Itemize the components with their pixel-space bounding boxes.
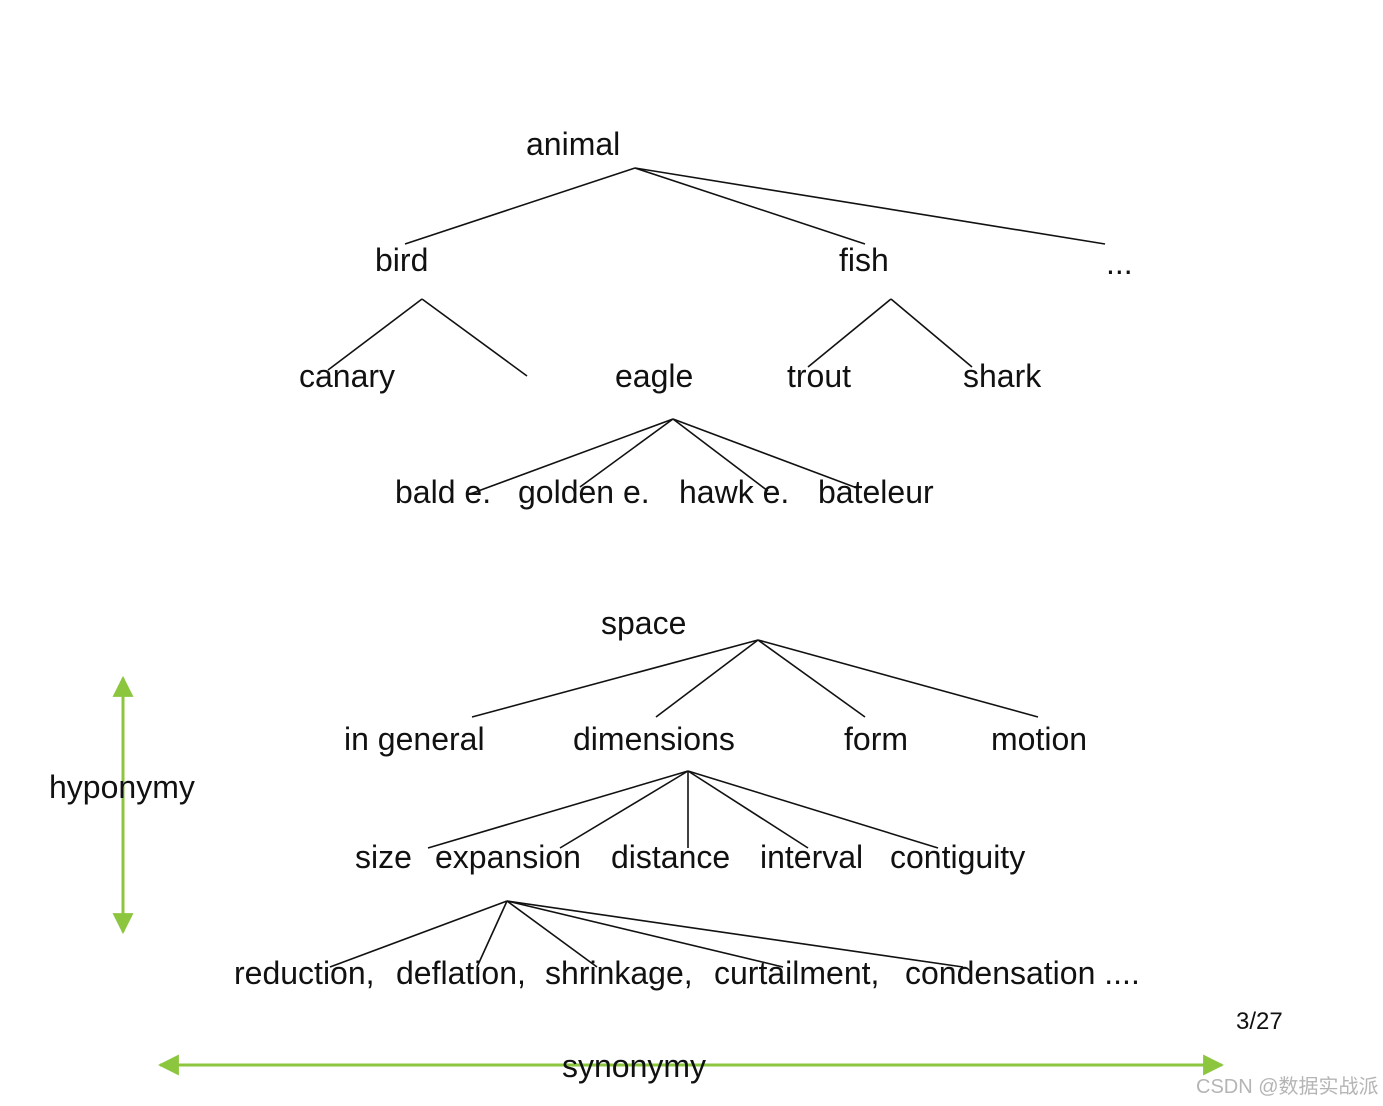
edge-space-motion (757, 639, 1039, 718)
node-golden-eagle: golden e. (518, 474, 650, 510)
node-interval: interval (760, 839, 864, 875)
edge-space-dimensions (655, 639, 759, 718)
edge-eagle-bateleur (672, 418, 858, 489)
synonymy-label: synonymy (562, 1048, 707, 1084)
node-size: size (355, 839, 412, 875)
edge-eagle-bald (469, 418, 674, 495)
node-bateleur: bateleur (818, 474, 934, 510)
edge-expansion-shrinkage (506, 900, 598, 968)
edge-expansion-curtailment (506, 900, 784, 968)
edge-space-form (757, 639, 866, 718)
edge-animal-bird (404, 167, 636, 245)
node-trout: trout (787, 358, 852, 394)
edge-eagle-hawk (672, 418, 769, 492)
watermark: CSDN @数据实战派 (1196, 1076, 1379, 1098)
node-shrinkage: shrinkage, (545, 955, 693, 991)
edge-bird-canary (327, 298, 423, 371)
node-space: space (601, 605, 687, 641)
node-eagle: eagle (615, 358, 694, 394)
edge-animal-fish (634, 167, 866, 245)
edge-dimensions-size (427, 770, 689, 849)
node-shark: shark (963, 358, 1042, 394)
edge-expansion-deflation (476, 900, 508, 968)
edge-expansion-condensation (506, 900, 964, 968)
hyponymy-label: hyponymy (49, 769, 195, 805)
node-in-general: in general (344, 721, 485, 757)
edge-eagle-golden (579, 418, 674, 488)
edge-dimensions-contiguity (687, 770, 939, 849)
node-expansion: expansion (435, 839, 581, 875)
node-animal: animal (526, 126, 621, 162)
edge-fish-shark (890, 298, 973, 368)
node-canary: canary (299, 358, 396, 394)
page-number: 3/27 (1236, 1008, 1283, 1035)
node-distance: distance (611, 839, 731, 875)
edge-expansion-reduction (329, 900, 508, 968)
edge-space-ingeneral (471, 639, 759, 718)
node-motion: motion (991, 721, 1088, 757)
edge-dimensions-expansion (559, 770, 689, 849)
node-fish: fish (839, 242, 889, 278)
edge-animal-more (634, 167, 1106, 245)
node-deflation: deflation, (396, 955, 526, 991)
node-reduction: reduction, (234, 955, 375, 991)
node-bird: bird (375, 242, 429, 278)
node-contiguity: contiguity (890, 839, 1026, 875)
node-curtailment: curtailment, (714, 955, 880, 991)
node-more-animals: ... (1106, 245, 1133, 281)
node-hawk-eagle: hawk e. (679, 474, 790, 510)
node-condensation: condensation .... (905, 955, 1140, 991)
edge-bird-right (421, 298, 528, 377)
edge-dimensions-interval (687, 770, 809, 849)
node-bald-eagle: bald e. (395, 474, 492, 510)
node-dimensions: dimensions (573, 721, 735, 757)
edge-fish-trout (807, 298, 892, 368)
node-form: form (844, 721, 908, 757)
